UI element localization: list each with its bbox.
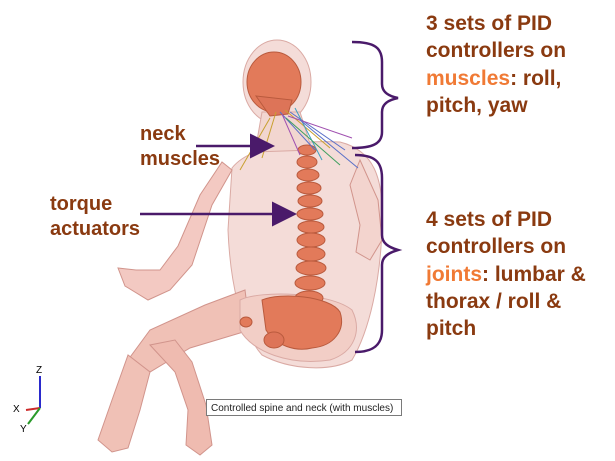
axis-x-label: X [13,404,20,415]
top-line1: 3 sets of PID [426,10,566,37]
top-line4: pitch, yaw [426,92,566,119]
bracket-top [352,42,398,148]
axis-triad-icon: Z X Y [13,365,42,435]
bottom-line4: thorax / roll & [426,288,586,315]
bottom-line3-rest: : lumbar & [482,263,586,286]
torque-label-line1: torque [50,192,140,217]
top-line2: controllers on [426,37,566,64]
bottom-line3: joints: lumbar & [426,261,586,288]
top-line3-rest: : roll, [510,67,561,90]
axis-y-label: Y [20,424,27,435]
neck-label-line1: neck [140,122,220,147]
translucent-body [98,40,382,455]
leg-lower-1 [98,355,150,452]
top-line3: muscles: roll, [426,65,566,92]
bottom-line1: 4 sets of PID [426,206,586,233]
bottom-line5: pitch [426,315,586,342]
neck-muscles-label: neck muscles [140,122,220,172]
figure-caption: Controlled spine and neck (with muscles) [206,399,402,416]
axis-z-label: Z [36,365,42,376]
muscles-accent: muscles [426,67,510,90]
torque-actuators-label: torque actuators [50,192,140,242]
torque-label-line2: actuators [50,217,140,242]
muscles-pid-label: 3 sets of PID controllers on muscles: ro… [426,10,566,119]
neck-label-line2: muscles [140,147,220,172]
joints-accent: joints [426,263,482,286]
bottom-line2: controllers on [426,233,586,260]
joints-pid-label: 4 sets of PID controllers on joints: lum… [426,206,586,342]
